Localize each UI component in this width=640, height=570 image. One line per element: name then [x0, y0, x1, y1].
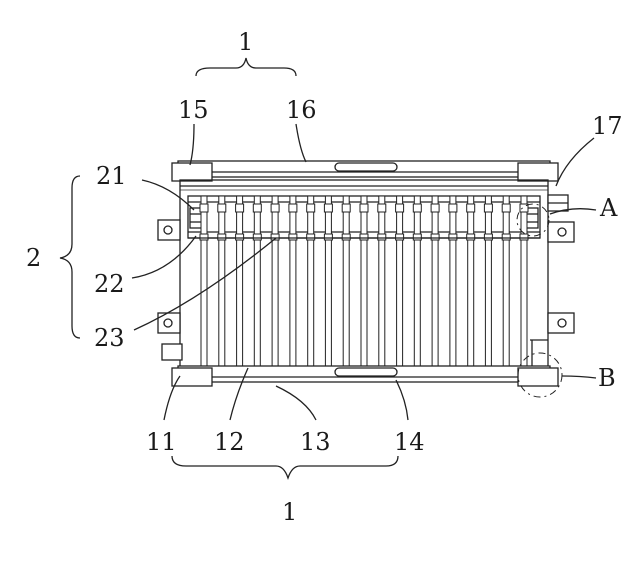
label-22: 22 — [94, 270, 125, 298]
tube-cap — [430, 203, 440, 213]
tube — [449, 195, 457, 367]
tube-collar — [252, 233, 262, 241]
tube-cap — [519, 203, 529, 213]
tube-collar — [519, 233, 529, 241]
tube — [413, 195, 421, 367]
label-12: 12 — [214, 428, 245, 456]
tube-collar — [306, 233, 316, 241]
tube-cap — [252, 203, 262, 213]
tube — [502, 195, 510, 367]
tube — [200, 195, 208, 367]
tube-cap — [359, 203, 369, 213]
mounting-brackets — [157, 194, 575, 366]
tube-collar — [466, 233, 476, 241]
tube — [253, 195, 261, 367]
label-1-bottom: 1 — [282, 498, 297, 526]
detail-callouts — [516, 203, 563, 398]
tube — [236, 195, 244, 367]
tube — [396, 195, 404, 367]
tube-collar — [288, 233, 298, 241]
tube — [271, 195, 279, 367]
tube-cap — [466, 203, 476, 213]
tube-cap — [270, 203, 280, 213]
tube-cap — [323, 203, 333, 213]
tube-collar — [217, 233, 227, 241]
tube-cap — [448, 203, 458, 213]
tube-collar — [377, 233, 387, 241]
tube — [289, 195, 297, 367]
tube — [307, 195, 315, 367]
tube — [467, 195, 475, 367]
tube-cap — [341, 203, 351, 213]
bottom-header-bar — [171, 365, 559, 387]
tube-collar — [199, 233, 209, 241]
label-b: B — [598, 364, 616, 392]
tube-collar — [430, 233, 440, 241]
tube-collar — [359, 233, 369, 241]
label-14: 14 — [394, 428, 425, 456]
tube-collar — [483, 233, 493, 241]
tube-collar — [412, 233, 422, 241]
label-15: 15 — [178, 96, 209, 124]
tube-collar — [448, 233, 458, 241]
tube — [324, 195, 332, 367]
tube-collar — [341, 233, 351, 241]
tube-cap — [199, 203, 209, 213]
tube — [484, 195, 492, 367]
tube-collar — [235, 233, 245, 241]
label-21: 21 — [96, 162, 127, 190]
tube-collar — [395, 233, 405, 241]
label-1-top: 1 — [238, 28, 253, 56]
tube-cap — [501, 203, 511, 213]
tube-cap — [483, 203, 493, 213]
label-2: 2 — [26, 244, 41, 272]
tube-cap — [412, 203, 422, 213]
tube-array — [188, 195, 540, 367]
label-17: 17 — [592, 112, 623, 140]
tube — [360, 195, 368, 367]
label-23: 23 — [94, 324, 125, 352]
tube-cap — [306, 203, 316, 213]
label-11: 11 — [146, 428, 177, 456]
tube-cap — [235, 203, 245, 213]
tube — [378, 195, 386, 367]
tube-collar — [270, 233, 280, 241]
label-13: 13 — [300, 428, 331, 456]
tube-cap — [217, 203, 227, 213]
top-header-bar — [171, 160, 559, 182]
tube-cap — [288, 203, 298, 213]
tube-cap — [395, 203, 405, 213]
label-16: 16 — [286, 96, 317, 124]
tube-collar — [501, 233, 511, 241]
label-a: A — [599, 194, 618, 222]
leader-lines — [59, 57, 597, 481]
tube — [342, 195, 350, 367]
tube-collar — [323, 233, 333, 241]
tube — [431, 195, 439, 367]
tube — [520, 195, 528, 367]
tube-cap — [377, 203, 387, 213]
